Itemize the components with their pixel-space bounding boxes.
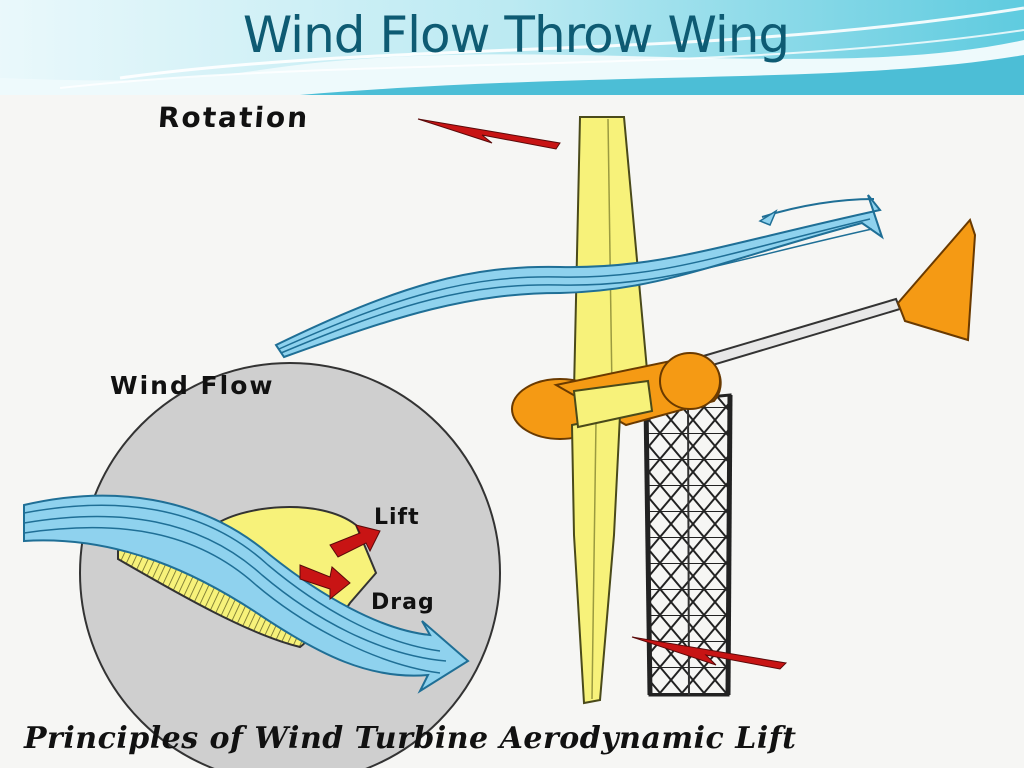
label-lift: Lift bbox=[374, 505, 420, 530]
header-wave-background bbox=[0, 0, 1024, 95]
slide-header: Wind Flow Throw Wing bbox=[0, 0, 1024, 95]
diagram-illustration bbox=[23, 116, 977, 768]
rotation-arrow bbox=[417, 118, 561, 150]
lattice-tower bbox=[643, 393, 733, 697]
airfoil-airflow-streamlines bbox=[23, 494, 470, 694]
label-drag: Drag bbox=[371, 590, 435, 615]
wind-turbine-diagram: Rotation Wind Flow Lift Drag Principles … bbox=[0, 95, 1024, 768]
lift-arrow bbox=[329, 524, 381, 558]
slide-title: Wind Flow Throw Wing bbox=[242, 6, 790, 64]
wind-flow-ribbon bbox=[274, 194, 884, 359]
drag-arrow bbox=[299, 564, 351, 601]
label-rotation: Rotation bbox=[156, 101, 311, 134]
label-wind-flow: Wind Flow bbox=[110, 371, 275, 400]
lower-blade bbox=[570, 379, 654, 705]
upper-blade bbox=[572, 116, 650, 397]
rotation-arrow-lower bbox=[631, 636, 788, 670]
diagram-caption: Principles of Wind Turbine Aerodynamic L… bbox=[24, 721, 797, 756]
